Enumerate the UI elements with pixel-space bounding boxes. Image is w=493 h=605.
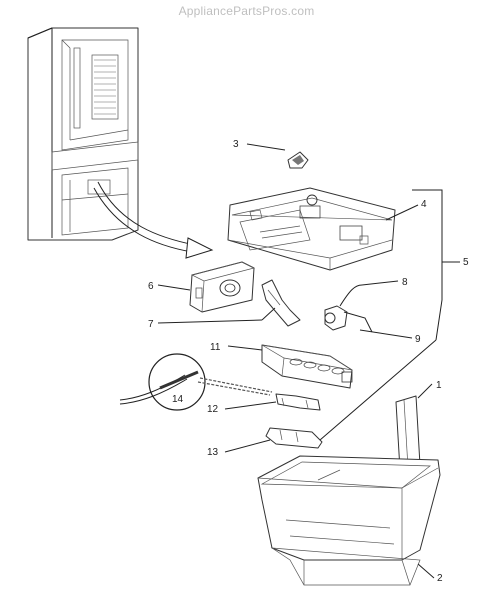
part-8-9-feeler-arm: [324, 280, 413, 339]
part-7-bracket: [157, 279, 301, 327]
callout-3: 3: [233, 139, 239, 150]
callout-7: 7: [148, 319, 154, 330]
callout-labels: 3 4 5 6 8 7 9 11 1 14 12 13 2: [148, 139, 469, 584]
part-6-control-module: [157, 261, 255, 313]
callout-6: 6: [148, 281, 154, 292]
callout-8: 8: [402, 277, 408, 288]
part-14-harness-detail: [119, 353, 273, 411]
part-4-icemaker-housing: [227, 187, 419, 271]
location-arrow: [93, 181, 214, 259]
part-12-clip: [224, 393, 321, 411]
part-3-clip: [246, 143, 309, 169]
callout-1: 1: [436, 380, 442, 391]
part-1-side-panel: [395, 383, 433, 471]
callout-9: 9: [415, 334, 421, 345]
callout-14: 14: [172, 394, 184, 405]
callout-12: 12: [207, 404, 219, 415]
part-5-bracket-line: [319, 189, 460, 441]
watermark-text: AppliancePartsPros.com: [178, 4, 315, 18]
callout-5: 5: [463, 257, 469, 268]
callout-4: 4: [421, 199, 427, 210]
rear-vent-grille: [91, 54, 119, 120]
callout-13: 13: [207, 447, 219, 458]
refrigerator-cabinet: [27, 27, 139, 241]
part-13-bracket: [224, 427, 323, 453]
part-2-ice-bin: [257, 455, 441, 586]
callout-2: 2: [437, 573, 443, 584]
callout-11: 11: [210, 342, 221, 353]
part-11-ice-tray: [227, 344, 353, 389]
